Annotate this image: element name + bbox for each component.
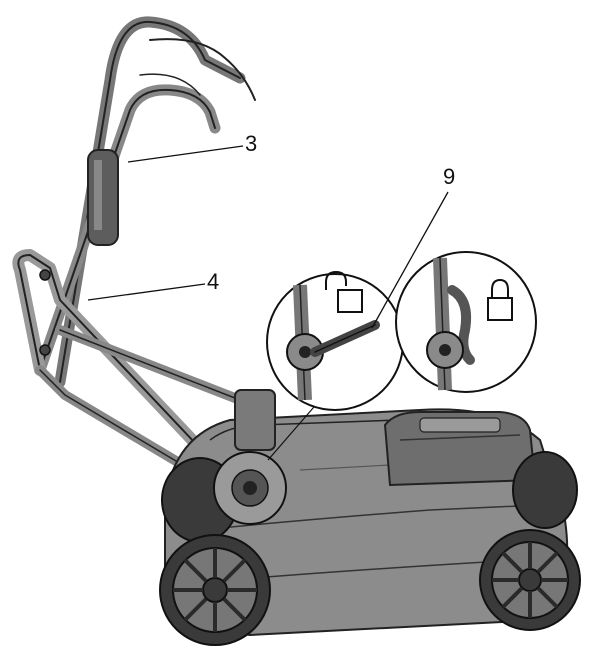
detail-leader-line	[267, 399, 321, 461]
unlocked-detail-circle	[266, 273, 404, 411]
battery-cover	[383, 411, 537, 487]
callout-3: 3	[245, 131, 258, 156]
locked-detail-circle	[395, 251, 537, 393]
leader-line-3	[127, 145, 244, 163]
cable-clip	[87, 149, 119, 246]
rear-motor-housing	[234, 389, 276, 451]
front-wheel	[479, 529, 581, 631]
lower-handle	[12, 249, 255, 510]
leader-line-9	[371, 191, 449, 329]
front-wheel-back	[512, 451, 578, 529]
locked-padlock-icon	[487, 278, 513, 321]
leader-line-4	[87, 283, 206, 301]
unlocked-padlock-icon	[325, 270, 363, 313]
rear-wheel	[159, 534, 271, 646]
handle-pivot-circle	[213, 451, 287, 525]
callout-9: 9	[443, 164, 456, 189]
upper-handle	[34, 16, 256, 388]
callout-4: 4	[207, 269, 220, 294]
